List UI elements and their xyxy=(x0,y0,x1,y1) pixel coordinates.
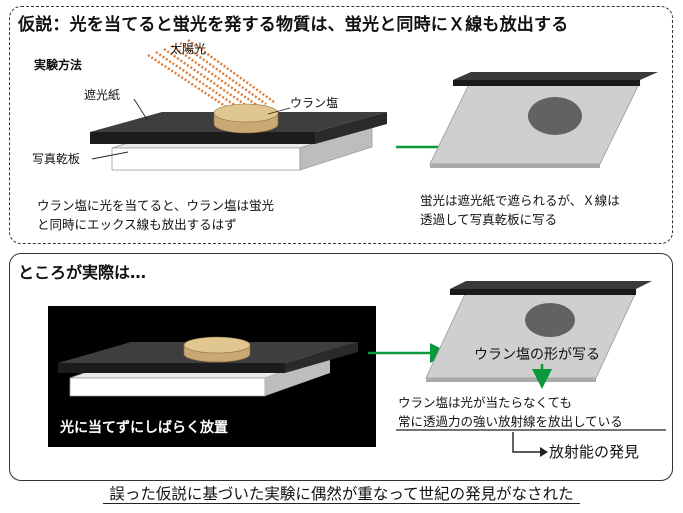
reality-result-caption: ウラン塩は光が当たらなくても 常に透過力の強い放射線を放出している xyxy=(398,395,623,429)
hypothesis-title: 仮説：光を当てると蛍光を発する物質は、蛍光と同時にＸ線も放出する xyxy=(18,15,569,35)
experiment-method-label: 実験方法 xyxy=(34,58,83,72)
shield-paper-label: 遮光紙 xyxy=(84,88,121,102)
reality-title: ところが実際は… xyxy=(18,263,147,282)
shape-imaged-caption: ウラン塩の形が写る xyxy=(474,347,600,363)
hypothesis-panel xyxy=(9,6,673,244)
photo-plate-label: 写真乾板 xyxy=(32,152,81,166)
sunlight-label: 太陽光 xyxy=(170,42,207,56)
footer-conclusion: 誤った仮説に基づいた実験に偶然が重なって世紀の発見がなされた xyxy=(0,482,683,504)
hypothesis-caption: ウラン塩に光を当てると、ウラン塩は蛍光 と同時にエックス線も放出するはず xyxy=(37,198,275,232)
hypothesis-result-caption: 蛍光は遮光紙で遮られるが、Ｘ線は 透過して写真乾板に写る xyxy=(420,193,620,227)
discovery-label: 放射能の発見 xyxy=(549,443,640,461)
uranium-salt-label: ウラン塩 xyxy=(290,96,339,110)
footer-text: 誤った仮説に基づいた実験に偶然が重なって世紀の発見がなされた xyxy=(103,485,580,504)
left-in-dark-caption: 光に当てずにしばらく放置 xyxy=(60,420,228,436)
reality-panel xyxy=(9,253,673,481)
